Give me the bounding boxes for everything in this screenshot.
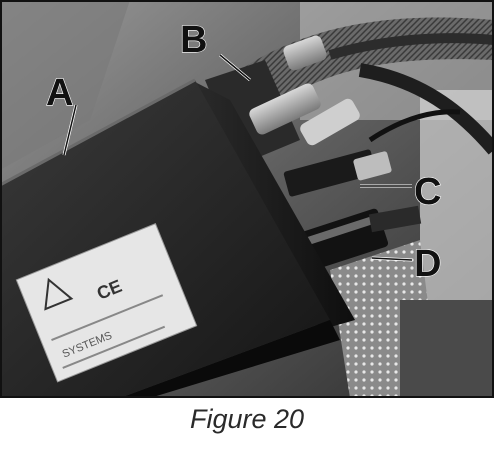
background-structure xyxy=(0,0,130,170)
leader-line-d-core xyxy=(371,257,413,261)
callout-label-a: A xyxy=(46,72,73,114)
figure-photograph: CE SYSTEMS A B C D xyxy=(0,0,494,398)
callout-label-b: B xyxy=(180,19,207,61)
module-bottom-edge xyxy=(120,320,340,398)
module-side xyxy=(195,82,355,330)
connector-b xyxy=(205,35,360,165)
lower-right-tray xyxy=(400,300,494,398)
warning-triangle-icon xyxy=(44,277,74,311)
module-edge-highlight xyxy=(0,78,196,187)
connector-d xyxy=(296,205,422,271)
leader-line-a-core xyxy=(63,104,77,156)
harness-cable-curve xyxy=(358,63,494,155)
callout-label-c: C xyxy=(414,171,441,213)
figure-caption: Figure 20 xyxy=(189,404,305,434)
callout-label-d: D xyxy=(414,243,441,285)
harness-cable-upper xyxy=(328,33,494,60)
leader-line-b-core xyxy=(219,54,251,81)
photo-frame xyxy=(0,0,494,398)
connector-c xyxy=(283,109,461,197)
module-label-sticker: CE SYSTEMS xyxy=(15,223,198,383)
